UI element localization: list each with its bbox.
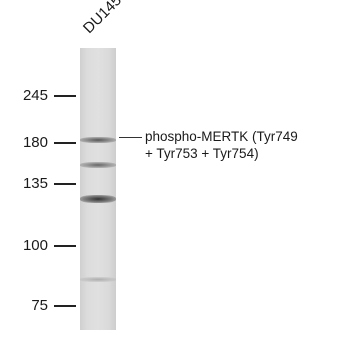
marker-label: 180 — [22, 134, 48, 151]
band-130 — [80, 195, 116, 203]
band-85 — [80, 277, 116, 282]
marker-tick — [54, 142, 76, 144]
marker-tick — [54, 183, 76, 185]
marker-75: 75 — [0, 296, 80, 316]
blot-lane — [80, 48, 116, 330]
annotation-line-2: + Tyr753 + Tyr754) — [145, 146, 259, 161]
marker-label: 135 — [22, 175, 48, 192]
annotation-line-1: phospho-MERTK (Tyr749 — [145, 129, 298, 144]
annotation-pointer-line — [119, 137, 142, 138]
marker-245: 245 — [0, 86, 80, 106]
band-160 — [80, 162, 116, 168]
marker-tick — [54, 305, 76, 307]
marker-135: 135 — [0, 174, 80, 194]
marker-180: 180 — [0, 133, 80, 153]
lane-label: DU145 — [79, 0, 126, 37]
marker-label: 245 — [22, 87, 48, 104]
marker-tick — [54, 95, 76, 97]
band-annotation: phospho-MERTK (Tyr749 + Tyr753 + Tyr754) — [145, 128, 298, 162]
marker-label: 75 — [31, 297, 48, 314]
marker-label: 100 — [22, 237, 48, 254]
marker-tick — [54, 245, 76, 247]
marker-100: 100 — [0, 236, 80, 256]
band-180 — [80, 137, 116, 143]
